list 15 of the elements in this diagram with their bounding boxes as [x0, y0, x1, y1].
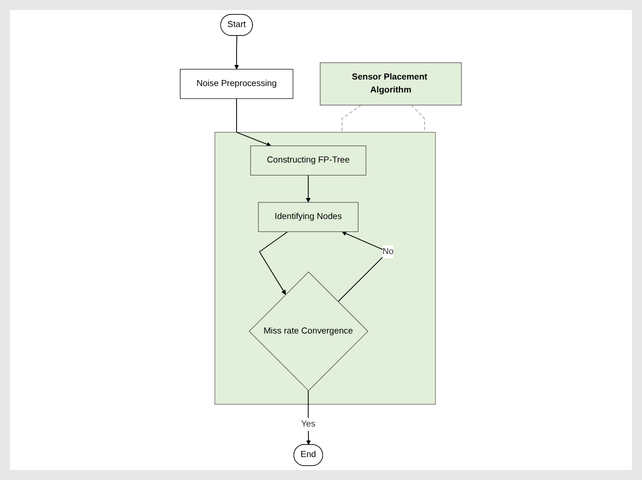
arrow — [306, 174, 311, 203]
connector — [411, 104, 426, 133]
cluster — [214, 132, 436, 405]
arrow — [234, 35, 240, 70]
edge-label: No — [382, 246, 394, 256]
arrow — [306, 390, 312, 445]
connector — [342, 104, 362, 133]
edge-label: Yes — [301, 419, 316, 429]
node-box: Sensor Placement Algorithm — [320, 62, 462, 106]
node-box: Identifying Nodes — [258, 202, 359, 232]
node-box: Noise Preprocessing — [180, 68, 294, 99]
arrow — [259, 231, 288, 295]
node-diamond: Miss rate Convergence — [248, 272, 368, 392]
node-box: Constructing FP-Tree — [250, 146, 366, 176]
arrow — [236, 98, 272, 146]
